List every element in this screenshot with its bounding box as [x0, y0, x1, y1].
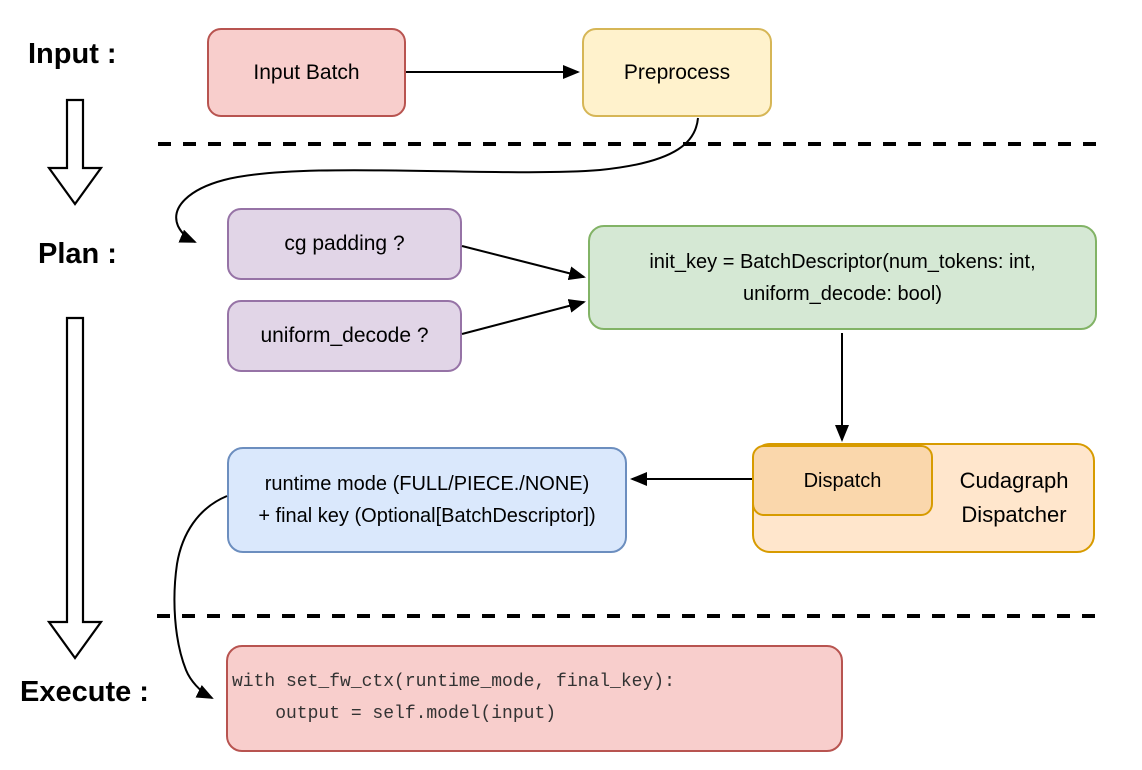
node-preprocess-label: Preprocess [623, 60, 731, 84]
node-runtime-line2: + final key (Optional[BatchDescriptor]) [258, 505, 596, 527]
section-label-execute: Execute : [20, 676, 149, 708]
section-label-plan: Plan : [38, 238, 117, 270]
node-init-key: init_key = BatchDescriptor(num_tokens: i… [588, 225, 1097, 330]
node-cudagraph-dispatcher-label: Cudagraph Dispatcher [959, 467, 1069, 527]
node-input-batch: Input Batch [207, 28, 406, 117]
node-uniform-decode: uniform_decode ? [227, 300, 462, 372]
section-label-input: Input : [28, 38, 117, 70]
node-dispatch-label: Dispatch [803, 469, 882, 492]
flow-arrow-plan-to-execute [46, 316, 104, 660]
node-dispatch: Dispatch [752, 445, 933, 516]
connector-uniform-decode-to-init-key [461, 299, 586, 335]
node-preprocess: Preprocess [582, 28, 772, 117]
connector-cg-padding-to-init-key [461, 245, 586, 281]
node-runtime-result: runtime mode (FULL/PIECE./NONE) + final … [227, 447, 627, 553]
node-input-batch-label: Input Batch [253, 60, 360, 84]
execute-code-line2: output = self.model(input) [232, 703, 557, 724]
node-runtime-line1: runtime mode (FULL/PIECE./NONE) [264, 473, 590, 495]
node-uniform-decode-label: uniform_decode ? [260, 324, 429, 348]
node-init-key-line2: uniform_decode: bool) [742, 282, 942, 305]
node-cg-padding: cg padding ? [227, 208, 462, 280]
connector-runtime-result-to-execute-code [173, 495, 228, 699]
node-execute-code: with set_fw_ctx(runtime_mode, final_key)… [226, 645, 843, 752]
execute-code-line1: with set_fw_ctx(runtime_mode, final_key)… [232, 672, 675, 692]
node-cg-padding-label: cg padding ? [284, 232, 405, 256]
node-init-key-line1: init_key = BatchDescriptor(num_tokens: i… [649, 250, 1036, 273]
flow-arrow-input-to-plan [46, 98, 104, 206]
